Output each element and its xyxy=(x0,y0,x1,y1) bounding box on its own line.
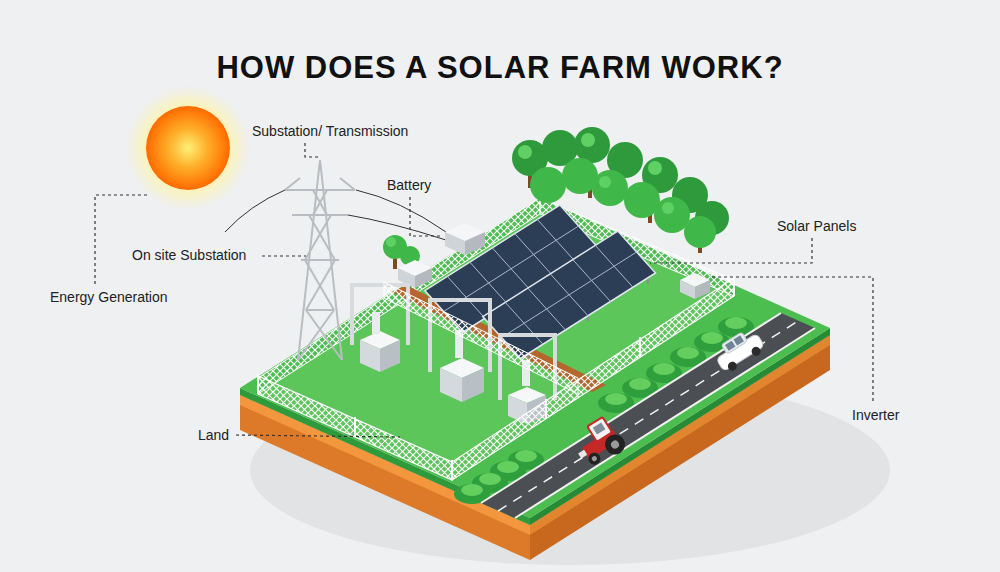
part-label: Solar Panels xyxy=(775,218,858,234)
part-label: Land xyxy=(196,427,231,443)
part-label: On site Substation xyxy=(130,247,248,263)
leader-lines xyxy=(95,143,873,437)
part-label: Battery xyxy=(385,177,433,193)
sun xyxy=(126,86,250,210)
back-fence xyxy=(258,198,734,394)
transmission-tower xyxy=(225,160,446,360)
car xyxy=(711,326,767,376)
tractor xyxy=(569,414,629,472)
diagram-title: HOW DOES A SOLAR FARM WORK? xyxy=(0,50,1000,86)
battery-boxes xyxy=(398,223,485,288)
part-label: Inverter xyxy=(850,407,901,423)
part-label: Energy Generation xyxy=(48,289,170,305)
part-label: Substation/ Transmission xyxy=(250,123,410,139)
fence xyxy=(258,276,734,480)
road xyxy=(481,313,815,518)
hedges xyxy=(454,317,754,504)
land-block xyxy=(240,198,830,560)
inverter-box xyxy=(680,273,710,299)
